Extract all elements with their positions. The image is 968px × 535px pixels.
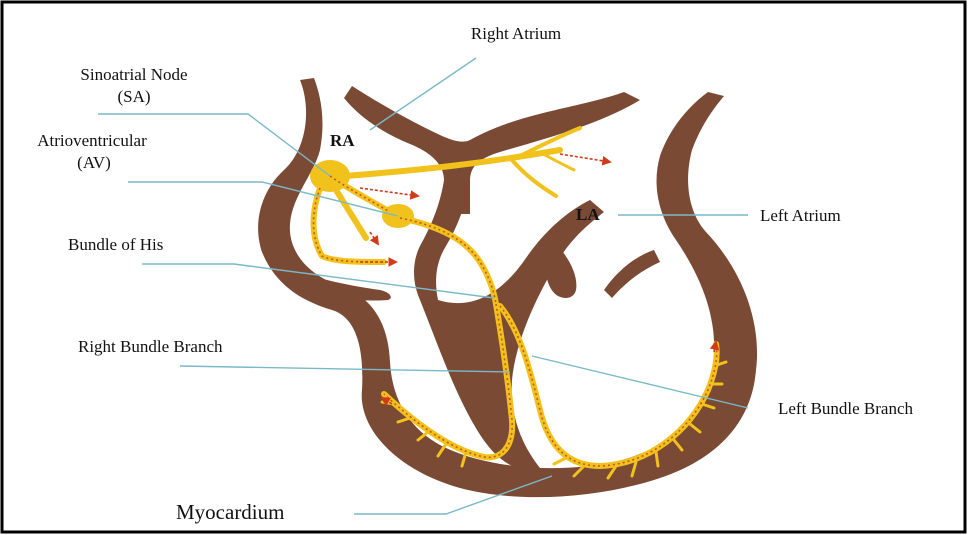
label-la: LA xyxy=(576,205,600,224)
label-sinoatrial-abbrev: (SA) xyxy=(117,87,150,106)
label-atrioventricular-abbrev: (AV) xyxy=(77,153,111,172)
label-atrioventricular: Atrioventricular xyxy=(37,131,147,150)
label-right-bundle-branch: Right Bundle Branch xyxy=(78,337,223,356)
label-myocardium: Myocardium xyxy=(176,500,284,524)
label-bundle-of-his: Bundle of His xyxy=(68,235,163,254)
label-left-atrium: Left Atrium xyxy=(760,206,841,225)
label-left-bundle-branch: Left Bundle Branch xyxy=(778,399,914,418)
label-right-atrium: Right Atrium xyxy=(471,24,561,43)
label-sinoatrial-node: Sinoatrial Node xyxy=(80,65,187,84)
label-ra: RA xyxy=(330,131,355,150)
